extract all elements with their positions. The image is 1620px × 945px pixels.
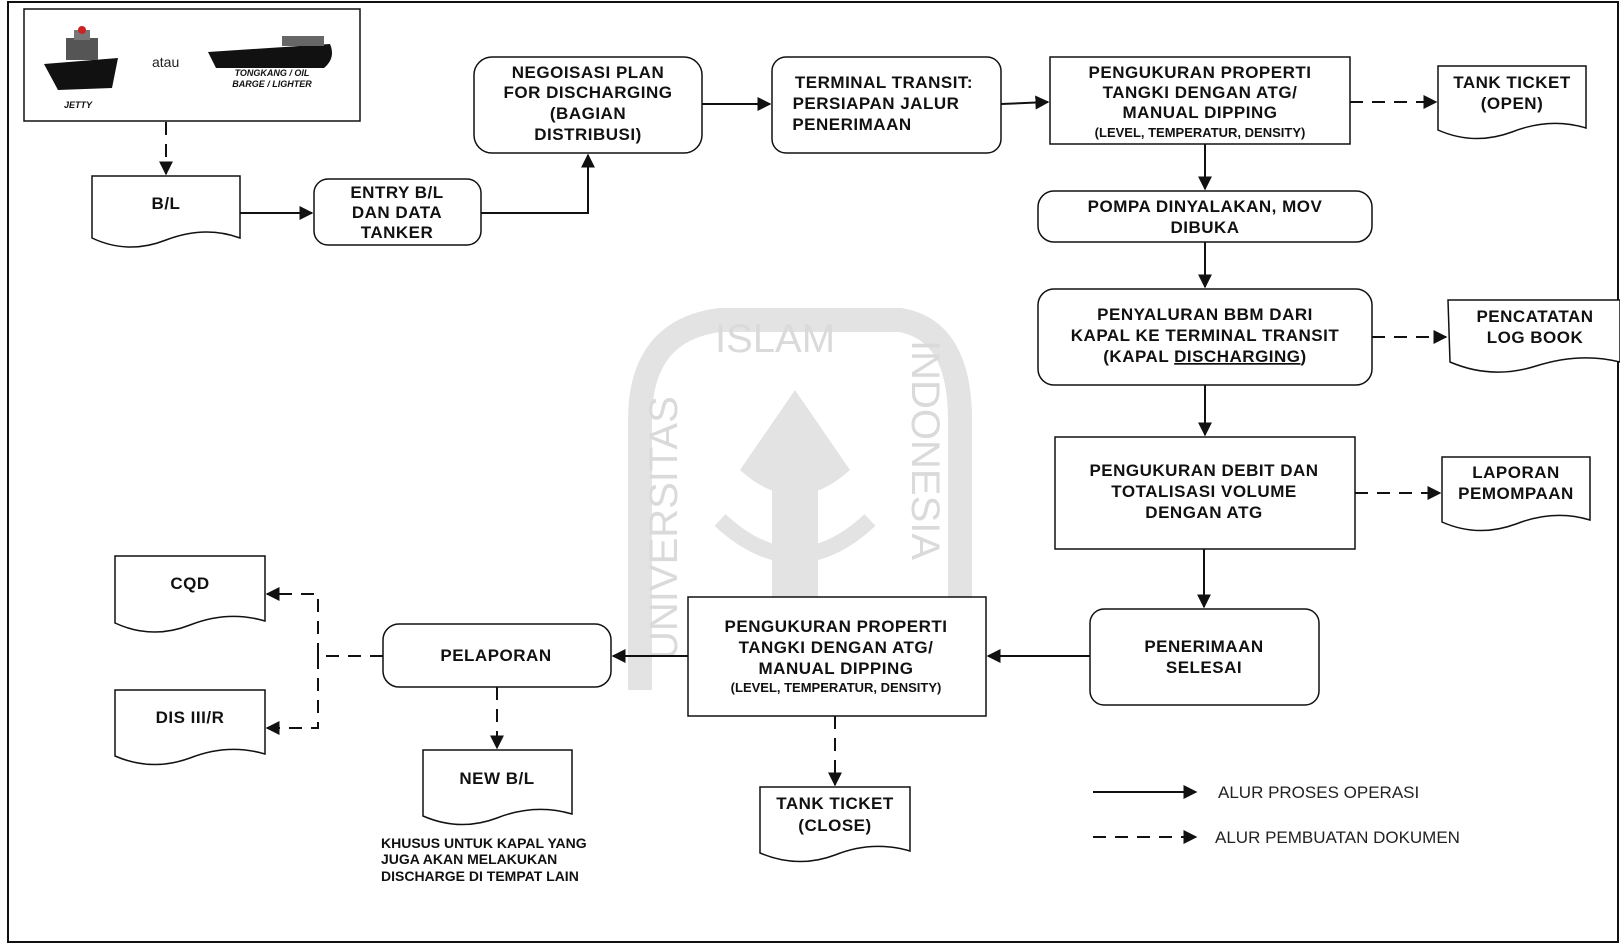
terminal-line1: TERMINAL TRANSIT: [795, 73, 973, 92]
negosiasi-line3: (BAGIAN [550, 104, 626, 123]
barge-label-line1: TONGKANG / OIL [235, 68, 310, 78]
new-bl-label: NEW B/L [459, 769, 534, 788]
ukur-close-line4: (LEVEL, TEMPERATUR, DENSITY) [731, 680, 942, 695]
tank-ticket-close-doc: TANK TICKET (CLOSE) [759, 786, 911, 863]
laporan-pemompaan-doc: LAPORAN PEMOMPAAN [1441, 456, 1591, 532]
terminal-line3: PENERIMAAN [792, 115, 911, 134]
entry-line3: TANKER [361, 223, 434, 242]
pencatatan-line1: PENCATATAN [1476, 307, 1593, 326]
dis-doc: DIS III/R [114, 689, 266, 766]
entry-line2: DAN DATA [352, 203, 442, 222]
or-label: atau [152, 54, 179, 70]
negosiasi-line2: FOR DISCHARGING [504, 83, 673, 102]
cqd-label: CQD [170, 574, 209, 593]
ukur-open-line4: (LEVEL, TEMPERATUR, DENSITY) [1095, 125, 1306, 140]
terminal-line2: PERSIAPAN JALUR [793, 94, 960, 113]
pelaporan-label: PELAPORAN [440, 646, 551, 665]
terminal-transit-box: TERMINAL TRANSIT: PERSIAPAN JALUR PENERI… [771, 56, 1002, 154]
pompa-line2: DIBUKA [1170, 218, 1239, 237]
pompa-line1: POMPA DINYALAKAN, MOV [1088, 197, 1323, 216]
new-bl-doc: NEW B/L [422, 749, 573, 826]
entry-line1: ENTRY B/L [350, 183, 443, 202]
pencatatan-line2: LOG BOOK [1487, 328, 1584, 347]
pengukuran-open-box: PENGUKURAN PROPERTI TANGKI DENGAN ATG/ M… [1049, 56, 1351, 145]
solid-connectors [240, 95, 1212, 663]
bl-label: B/L [152, 194, 181, 213]
negosiasi-line4: DISTRIBUSI) [534, 125, 642, 144]
outer-frame [7, 1, 1619, 943]
negosiasi-line1: NEGOISASI PLAN [512, 63, 664, 82]
dashed-connectors [159, 95, 1448, 787]
pencatatan-logbook-doc: PENCATATAN LOG BOOK [1447, 299, 1620, 373]
pengukuran-debit-box: PENGUKURAN DEBIT DAN TOTALISASI VOLUME D… [1054, 436, 1356, 550]
ticket-open-line1: TANK TICKET [1453, 73, 1571, 92]
legend: ALUR PROSES OPERASI ALUR PEMBUATAN DOKUM… [1093, 783, 1460, 847]
ukur-open-line2: TANGKI DENGAN ATG/ [1103, 83, 1298, 102]
arrow-branch-to-dis [265, 656, 319, 735]
bl-document: B/L [91, 175, 241, 248]
pelaporan-box: PELAPORAN [382, 623, 612, 688]
barge-icon [208, 36, 332, 68]
negosiasi-box: NEGOISASI PLAN FOR DISCHARGING (BAGIAN D… [473, 56, 703, 154]
dis-label: DIS III/R [156, 708, 225, 727]
laporan-line2: PEMOMPAAN [1458, 484, 1574, 503]
note-line1: KHUSUS UNTUK KAPAL YANG [381, 835, 587, 851]
debit-line2: TOTALISASI VOLUME [1111, 482, 1296, 501]
barge-label-line2: BARGE / LIGHTER [232, 79, 312, 89]
laporan-line1: LAPORAN [1472, 463, 1560, 482]
arrow-branch-to-cqd [265, 587, 319, 656]
vessel-type-box: JETTY atau TONGKANG / OIL BARGE / LIGHTE… [23, 8, 361, 122]
watermark-left: UNIVERSITAS [642, 396, 686, 660]
debit-line3: DENGAN ATG [1145, 503, 1262, 522]
note-line2: JUGA AKAN MELAKUKAN [381, 851, 557, 867]
watermark-top: ISLAM [715, 317, 835, 361]
cqd-doc: CQD [114, 555, 266, 633]
jetty-label: JETTY [64, 100, 93, 110]
ukur-close-line2: TANGKI DENGAN ATG/ [739, 638, 934, 657]
tank-ticket-open-doc: TANK TICKET (OPEN) [1437, 65, 1587, 140]
ukur-open-line3: MANUAL DIPPING [1123, 103, 1278, 122]
ukur-open-line1: PENGUKURAN PROPERTI [1089, 63, 1312, 82]
ticket-close-line1: TANK TICKET [776, 794, 894, 813]
ukur-close-line1: PENGUKURAN PROPERTI [725, 617, 948, 636]
legend-dashed-label: ALUR PEMBUATAN DOKUMEN [1215, 828, 1460, 847]
jetty-ship-icon [44, 26, 118, 90]
ukur-close-line3: MANUAL DIPPING [759, 659, 914, 678]
note-line3: DISCHARGE DI TEMPAT LAIN [381, 868, 579, 884]
ticket-close-line2: (CLOSE) [798, 816, 871, 835]
penyaluran-line1: PENYALURAN BBM DARI [1097, 305, 1313, 324]
legend-solid-label: ALUR PROSES OPERASI [1218, 783, 1419, 802]
arrow-entry-to-negosiasi [481, 153, 595, 214]
penyaluran-line2: KAPAL KE TERMINAL TRANSIT [1071, 326, 1340, 345]
watermark-right: INDONESIA [903, 340, 947, 560]
entry-bl-box: ENTRY B/L DAN DATA TANKER [313, 178, 482, 246]
arrow-terminal-to-ukur [1000, 95, 1050, 110]
ticket-open-line2: (OPEN) [1481, 94, 1544, 113]
penerimaan-line1: PENERIMAAN [1144, 637, 1263, 656]
pengukuran-close-box: PENGUKURAN PROPERTI TANGKI DENGAN ATG/ M… [687, 596, 987, 717]
pompa-box: POMPA DINYALAKAN, MOV DIBUKA [1037, 190, 1373, 243]
penerimaan-line2: SELESAI [1166, 658, 1242, 677]
penerimaan-selesai-box: PENERIMAAN SELESAI [1089, 608, 1320, 706]
penyaluran-line3: (KAPAL DISCHARGING) [1103, 347, 1306, 366]
note-text: KHUSUS UNTUK KAPAL YANG JUGA AKAN MELAKU… [381, 835, 587, 884]
penyaluran-box: PENYALURAN BBM DARI KAPAL KE TERMINAL TR… [1037, 288, 1373, 386]
debit-line1: PENGUKURAN DEBIT DAN [1089, 461, 1318, 480]
